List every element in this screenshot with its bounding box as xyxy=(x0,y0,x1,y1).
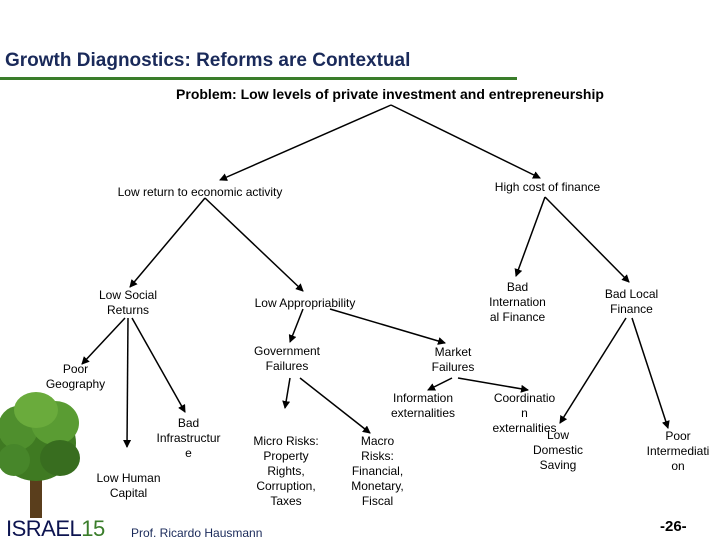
tree-illustration xyxy=(0,392,80,518)
node-macro-risks: Macro Risks: Financial, Monetary, Fiscal xyxy=(351,434,404,508)
node-low-domestic-saving: Low Domestic Saving xyxy=(532,428,583,472)
edge-local-intermediation xyxy=(631,317,670,429)
node-low-human-capital: Low Human Capital xyxy=(96,471,161,500)
node-poor-intermediation: Poor Intermediati on xyxy=(646,429,710,473)
edge-low-return-low-social xyxy=(129,197,206,288)
edge-problem-low-return xyxy=(219,104,392,181)
node-bad-international-finance: Bad Internation al Finance xyxy=(489,280,546,324)
edge-govt-macro xyxy=(299,377,371,434)
title-underline xyxy=(0,77,517,80)
edge-problem-high-cost xyxy=(390,104,541,179)
edge-low-social-geography xyxy=(81,317,126,365)
edge-appropriability-govt xyxy=(288,308,304,343)
node-high-cost: High cost of finance xyxy=(494,180,601,194)
israel15-logo: ISRAEL15 xyxy=(6,516,105,541)
node-bad-infrastructure: Bad Infrastructur e xyxy=(156,416,221,460)
edge-govt-micro xyxy=(282,377,291,409)
edge-high-cost-intl xyxy=(514,196,546,277)
edge-appropriability-market xyxy=(329,308,446,345)
node-low-social-returns: Low Social Returns xyxy=(98,288,158,317)
edge-low-return-appropriability xyxy=(204,197,304,292)
edge-market-info xyxy=(427,377,453,391)
edge-market-coord xyxy=(457,377,529,393)
author-credit: Prof. Ricardo Hausmann xyxy=(131,526,263,540)
edge-low-social-human xyxy=(123,317,132,448)
edge-low-social-infrastructure xyxy=(131,317,186,413)
slide-title: Growth Diagnostics: Reforms are Contextu… xyxy=(5,50,411,71)
node-low-appropriability: Low Appropriability xyxy=(254,296,356,310)
page-number: -26- xyxy=(660,518,687,535)
problem-statement: Problem: Low levels of private investmen… xyxy=(176,86,604,102)
node-micro-risks: Micro Risks: Property Rights, Corruption… xyxy=(253,434,319,508)
node-poor-geography: Poor Geography xyxy=(45,362,106,391)
edge-local-domestic xyxy=(559,317,627,424)
node-coordination-externalities: Coordinatio n externalities xyxy=(492,391,557,435)
edge-high-cost-local xyxy=(544,196,630,283)
node-information-externalities: Information externalities xyxy=(390,391,456,420)
node-government-failures: Government Failures xyxy=(253,344,321,373)
node-market-failures: Market Failures xyxy=(431,345,475,374)
node-low-return: Low return to economic activity xyxy=(117,185,283,199)
node-bad-local-finance: Bad Local Finance xyxy=(604,287,659,316)
